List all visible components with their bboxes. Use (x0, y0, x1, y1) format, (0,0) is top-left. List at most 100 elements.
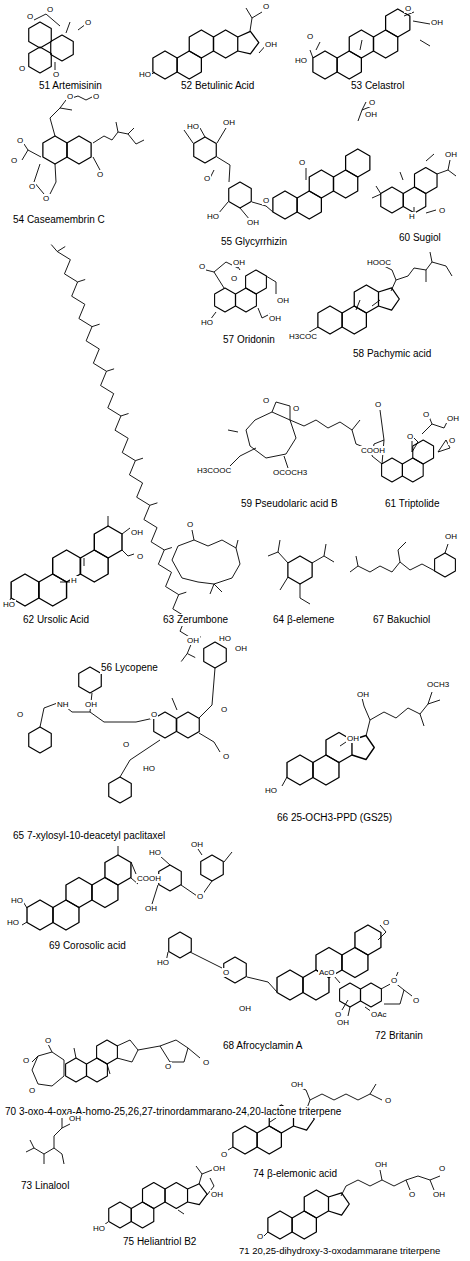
atom-label: HO (6, 918, 20, 927)
atom-label: O (220, 705, 228, 714)
methyl-stub (135, 458, 143, 460)
glycyrrhizin-structure (184, 102, 372, 220)
bond-stroke (152, 846, 386, 1010)
caseamembrin-c-structure (22, 96, 144, 194)
atom-label: H (70, 576, 78, 585)
atom-label: HO (142, 764, 156, 773)
compound-name: 68 Afrocyclamin A (222, 1040, 303, 1052)
atom-label: OH (364, 110, 378, 119)
compound-name: 51 Artemisinin (38, 80, 103, 92)
atom-label: OH (276, 296, 290, 305)
atom-label: O (368, 98, 376, 107)
bond-stroke (288, 556, 312, 584)
atom-label: O (222, 752, 230, 761)
bond-stroke (97, 1040, 118, 1064)
atom-label: O (203, 174, 211, 183)
atom-label: HO (294, 56, 308, 65)
compound-name: 60 Sugiol (398, 232, 442, 244)
atom-label: OCH3 (426, 680, 450, 689)
bond-stroke (169, 932, 192, 958)
pachymic-acid-structure (306, 252, 452, 334)
compound-name: 64 β-elemene (272, 614, 335, 626)
bond-stroke (109, 777, 132, 803)
compound-name: 71 20,25-dihydroxy-3-oxodammarane triter… (238, 1246, 441, 1257)
atom-label: OH (444, 532, 458, 541)
atom-label: COOH (360, 446, 386, 455)
bond-stroke (273, 149, 370, 219)
bond-stroke (11, 526, 122, 606)
methyl-stub (106, 369, 114, 371)
atom-label: OH (190, 840, 204, 849)
atom-label: HO (218, 634, 232, 643)
bakuchiol-structure (350, 542, 455, 577)
atom-label: O (256, 1232, 264, 1241)
atom-label: HO (264, 786, 278, 795)
bond-stroke (194, 137, 217, 163)
bond-stroke (192, 530, 238, 594)
compound-name: 58 Pachymic acid (352, 348, 432, 360)
atom-label: O (52, 70, 60, 79)
atom-label: HO (186, 122, 200, 131)
atom-label: OH (186, 636, 200, 645)
atom-label: O (18, 64, 26, 73)
atom-label: O (16, 710, 24, 719)
atom-label: OH (68, 1114, 82, 1123)
atom-label: O (306, 32, 314, 41)
dammarane-triterpene-structure (264, 1170, 440, 1239)
methyl-stub (51, 245, 57, 252)
atom-label: OH (374, 1160, 388, 1169)
atom-label: O (262, 396, 270, 405)
atom-label: O (28, 182, 36, 191)
atom-label: OH (446, 414, 460, 423)
atom-label: O (22, 1056, 30, 1065)
bond-stroke (51, 35, 74, 61)
atom-label: O (384, 1096, 392, 1105)
atom-label: OH (144, 904, 158, 913)
bond-stroke (27, 855, 131, 930)
methyl-stub (187, 654, 195, 658)
methyl-stub (179, 592, 187, 594)
atom-label: O (222, 968, 230, 977)
bond-stroke (277, 925, 381, 1000)
compound-name: 55 Glycyrrhizin (220, 236, 288, 248)
bond-stroke (29, 727, 52, 753)
beta-elemene-structure (268, 540, 334, 604)
atom-label: O (96, 170, 104, 179)
compound-name: 73 Linalool (20, 1180, 70, 1192)
atom-label: AcO (318, 968, 336, 977)
bond-stroke (150, 8, 270, 75)
atom-label: O (202, 1058, 210, 1067)
compound-name: 63 Zerumbone (162, 614, 229, 626)
atom-label: O (46, 5, 54, 14)
atom-label: OH (432, 1190, 446, 1199)
sugiol-structure (372, 154, 456, 214)
bond-stroke (361, 983, 382, 1007)
artemisinin-structure (18, 14, 86, 73)
atom-label: O (422, 410, 430, 419)
zerumbone-structure (172, 530, 240, 594)
compound-name: 75 Heliantriol B2 (122, 1236, 197, 1248)
atom-label: OH (84, 700, 98, 709)
betulinic-acid-structure (150, 8, 270, 79)
atom-label: H3COOC (196, 466, 232, 475)
bond-stroke (22, 846, 138, 925)
bond-stroke (8, 516, 134, 604)
compound-name: 65 7-xylosyl-10-deacetyl paclitaxel (12, 830, 166, 842)
bond-stroke (172, 540, 240, 584)
bond-stroke (177, 712, 200, 738)
atom-label: O (186, 520, 194, 529)
atom-label: O (262, 196, 270, 205)
bond-stroke (26, 1118, 70, 1164)
atom-label: OH (232, 258, 246, 267)
oridonin-structure (206, 262, 276, 320)
atom-label: OH (346, 734, 360, 743)
atom-label: O (16, 136, 24, 145)
bond-stroke (29, 47, 52, 73)
bond-stroke (40, 668, 220, 777)
atom-label: OH (290, 1080, 304, 1089)
atom-label: O (390, 976, 398, 985)
bond-stroke (268, 1190, 349, 1239)
pseudolaric-acid-b-structure (228, 402, 366, 468)
atom-label: HO (92, 1224, 106, 1233)
